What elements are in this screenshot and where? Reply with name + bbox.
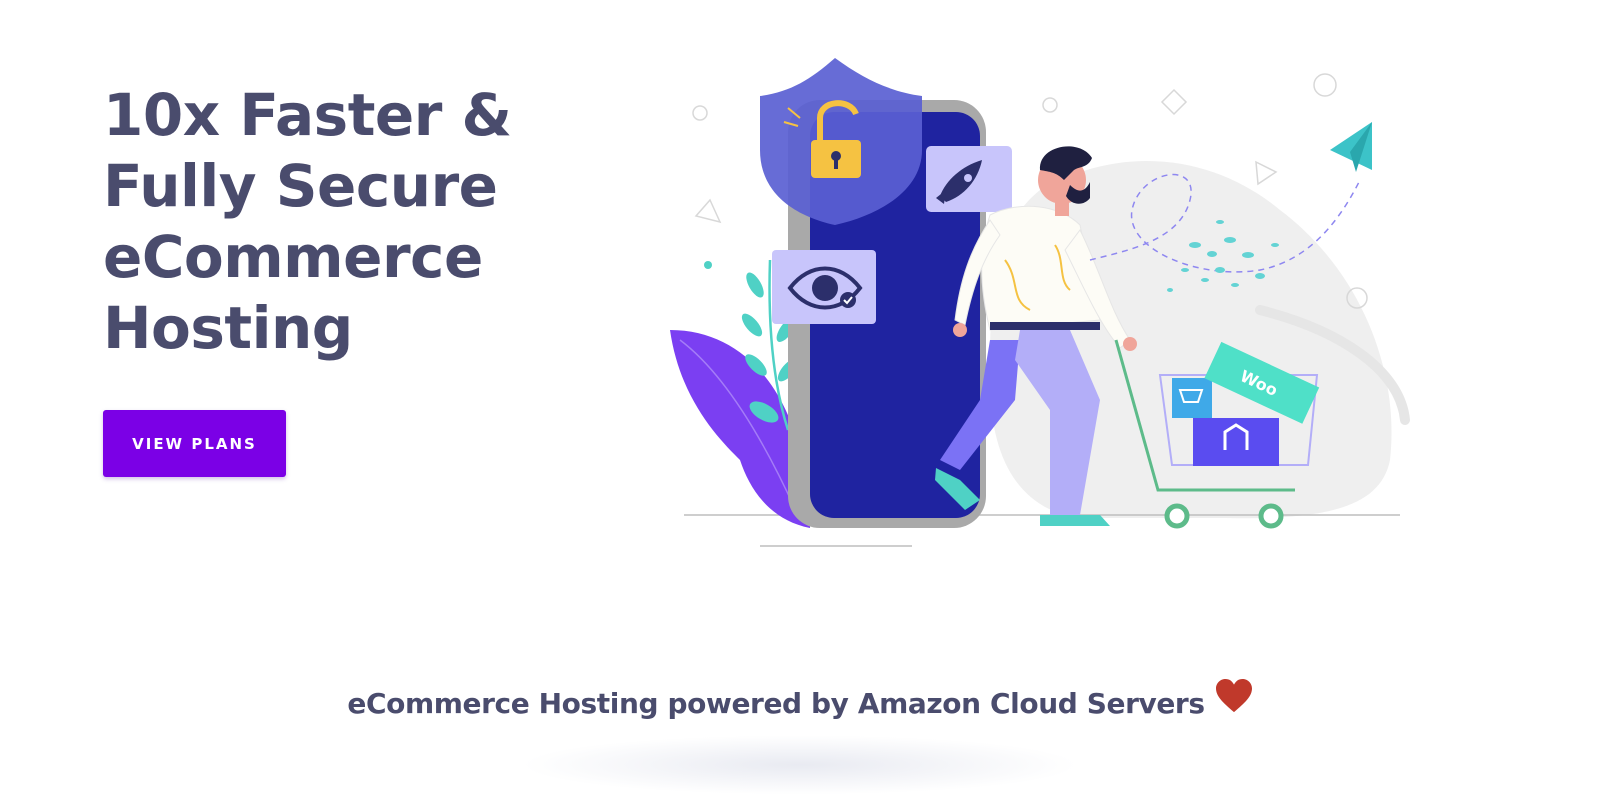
hero-title-line-4: Hosting xyxy=(103,294,353,362)
decorative-shapes xyxy=(692,73,1368,309)
hero-illustration: Woo xyxy=(670,58,1410,547)
confetti-dots xyxy=(1167,220,1279,292)
hero-title-line-3: eCommerce xyxy=(103,223,483,291)
eye-icon xyxy=(772,250,876,324)
powered-by-banner: eCommerce Hosting powered by Amazon Clou… xyxy=(0,678,1600,728)
shield-lock-icon xyxy=(760,58,922,225)
paper-plane-icon xyxy=(1330,122,1372,172)
heart-icon xyxy=(1215,678,1252,713)
leaf-decoration xyxy=(670,330,810,528)
shopping-cart-icon: Woo xyxy=(1114,339,1320,529)
bottom-glow xyxy=(520,735,1080,795)
view-plans-button[interactable]: VIEW PLANS xyxy=(103,410,286,477)
hero-title-line-1: 10x Faster & xyxy=(103,81,512,149)
powered-by-text: eCommerce Hosting powered by Amazon Clou… xyxy=(347,686,1205,720)
rocket-icon xyxy=(926,146,1012,212)
hero-title: 10x Faster & Fully Secure eCommerce Host… xyxy=(103,80,623,364)
hero-title-line-2: Fully Secure xyxy=(103,152,498,220)
shopper-figure xyxy=(935,146,1137,526)
